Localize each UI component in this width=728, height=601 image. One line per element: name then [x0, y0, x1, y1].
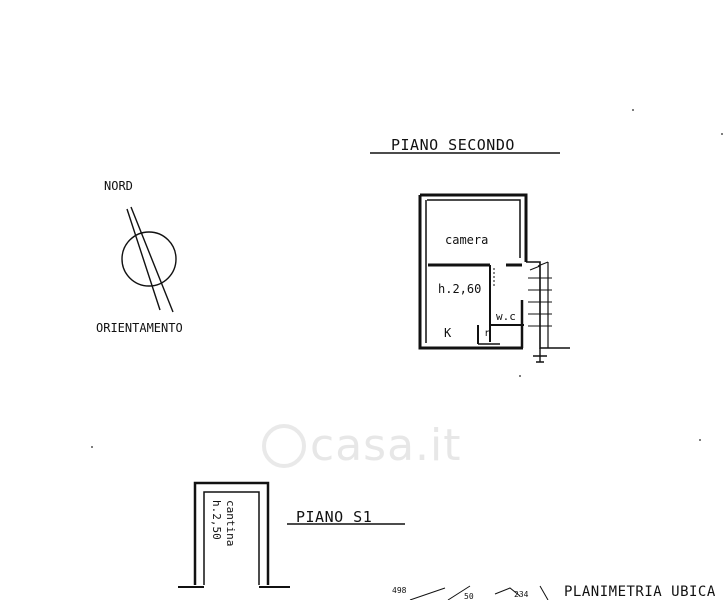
room-label-cantina: cantina: [224, 500, 237, 547]
room-label-wc: w.c: [496, 310, 516, 323]
stairs: [528, 265, 552, 345]
compass-circle: [121, 231, 177, 287]
piano-s1-title: PIANO S1: [296, 508, 373, 526]
room-label-kitchen: K: [444, 326, 452, 340]
basement-height-label: h.2,50: [210, 500, 223, 540]
parcel-number: 234: [514, 590, 529, 599]
site-plan-sketch: [409, 585, 549, 600]
compass-north-label: NORD: [104, 179, 133, 193]
room-label-r: r: [484, 328, 491, 339]
parcel-number: 498: [392, 586, 407, 595]
room-label-camera: camera: [445, 233, 489, 247]
site-plan-title: PLANIMETRIA UBICA: [564, 584, 716, 600]
compass-needle-right: [130, 206, 174, 313]
room-height-label: h.2,60: [438, 282, 482, 296]
piano-secondo-title: PIANO SECONDO: [391, 136, 515, 154]
compass-needle-left: [126, 208, 161, 311]
watermark-logo-icon: [262, 424, 306, 468]
compass-caption: ORIENTAMENTO: [96, 321, 183, 335]
parcel-number: 50: [464, 592, 474, 601]
floor-plan-second: [418, 193, 528, 350]
watermark: casa.it: [310, 420, 462, 471]
floor-plan-basement: [178, 481, 290, 588]
